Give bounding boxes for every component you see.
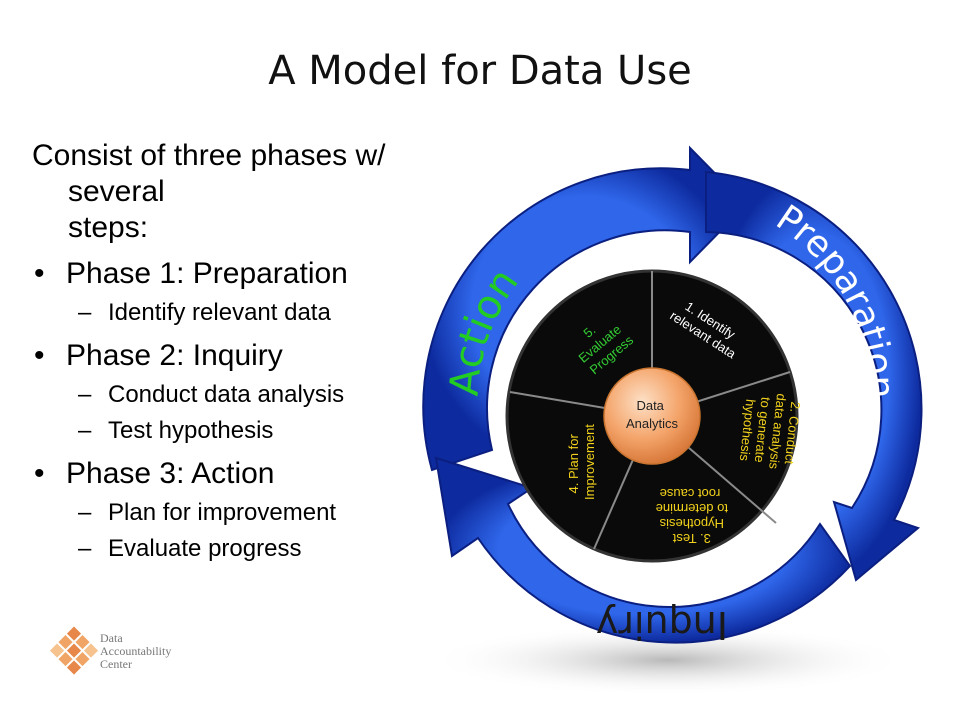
dash-icon: – [78, 417, 92, 444]
phase-2-step-2: – Test hypothesis [78, 417, 274, 444]
inquiry-phase-label: Inquiry [596, 603, 728, 647]
phase-1-step-1: – Identify relevant data [78, 299, 331, 326]
phase-2-label: Phase 2: Inquiry [66, 339, 283, 372]
phase-2-step-1: – Conduct data analysis [78, 381, 345, 408]
phase-3-label: Phase 3: Action [66, 457, 275, 490]
data-analytics-center [603, 367, 701, 465]
segment-3-text: 3. Test Hypothesis to determine root cau… [652, 486, 728, 546]
intro-text: Consist of three phases w/ several steps… [32, 138, 422, 246]
bullet-list: Consist of three phases w/ several steps… [32, 138, 422, 564]
phase-3-step-2: – Evaluate progress [78, 535, 302, 562]
action-arrow [422, 145, 748, 472]
intro-line-1: Consist of three phases w/ several [32, 139, 386, 208]
bullet-icon: • [34, 257, 45, 290]
data-accountability-center-logo [49, 626, 99, 675]
slide-title: A Model for Data Use [268, 48, 692, 94]
data-use-cycle-diagram: Action Preparation Inquiry 1. Identify r… [422, 145, 923, 696]
bullet-icon: • [34, 339, 45, 372]
dash-icon: – [78, 299, 92, 326]
phase-1-item: • Phase 1: Preparation [32, 256, 422, 292]
dash-icon: – [78, 535, 92, 562]
dash-icon: – [78, 499, 92, 526]
logo-text: Data Accountability Center [100, 631, 172, 671]
dash-icon: – [78, 381, 92, 408]
diagram-shadow [428, 624, 908, 696]
phase-3-item: • Phase 3: Action [32, 456, 422, 492]
phase-3-step-1: – Plan for improvement [78, 499, 337, 526]
segment-4-text: 4. Plan for Improvement [566, 424, 597, 500]
logo-mark-icon [49, 626, 99, 675]
preparation-arrow [705, 170, 923, 582]
intro-line-2: steps: [68, 211, 149, 244]
center-text: Data Analytics [626, 398, 679, 431]
phase-2-item: • Phase 2: Inquiry [32, 338, 422, 374]
segment-2-text: 2. Conduct data analysis to generate hyp… [736, 390, 804, 475]
phase-1-label: Phase 1: Preparation [66, 257, 348, 290]
bullet-icon: • [34, 457, 45, 490]
